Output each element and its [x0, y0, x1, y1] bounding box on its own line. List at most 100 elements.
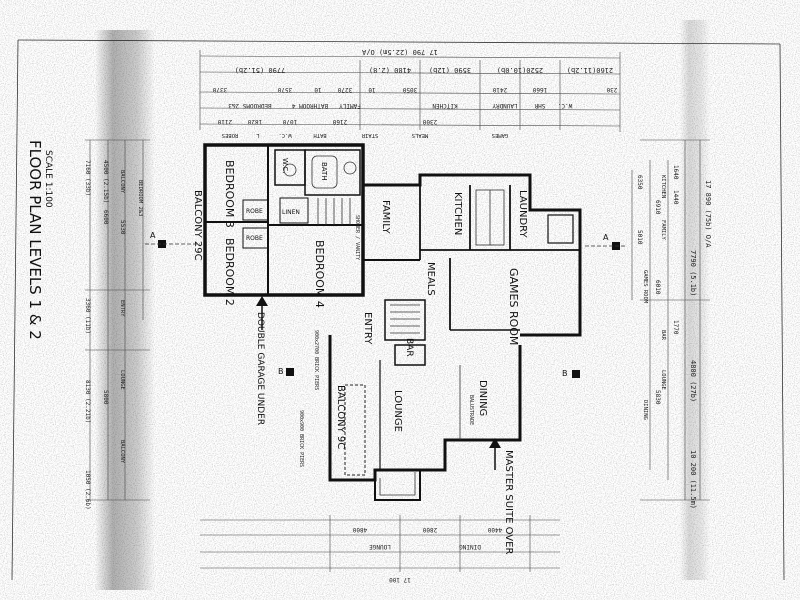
left-dim-1: 7160 (33b) — [84, 160, 91, 196]
right-dim-3: 6910 — [654, 200, 661, 215]
right-dim-4: 5010 — [636, 230, 643, 245]
room-bedroom3: BEDROOM 3 — [223, 160, 236, 228]
right-dim-v2: 4800 (27b) — [689, 360, 697, 402]
note-piers-1: 900x2700 BRICK PIERS — [313, 330, 319, 390]
section-marker-b-right: B — [562, 369, 580, 378]
left-label-4: LOUNGE — [119, 370, 125, 390]
top-dim-row1-1: 7790 (51.2b) — [235, 66, 286, 74]
room-bedroom2: BEDROOM 2 — [223, 238, 236, 306]
garage-arrow — [256, 296, 268, 330]
room-robe-2: ROBE — [246, 235, 263, 242]
room-balcony-upper: BALCONY 29C — [192, 190, 203, 261]
top-dim-row4-5: 2300 — [422, 118, 437, 125]
top-dimension-strings: 17 790 (22.5m) O/A 7790 (51.2b) 4180 (2.… — [199, 48, 621, 138]
right-dim-6: 5830 — [654, 390, 661, 405]
svg-text:B: B — [278, 367, 284, 376]
top-dim-row5-7: GAMES — [492, 132, 509, 138]
right-dim-8: 6350 — [636, 175, 643, 190]
bottom-dim-2: 2800 — [422, 526, 437, 533]
note-piers-2: 900x900 BRICK PIERS — [298, 410, 304, 467]
room-games: GAMES ROOM — [507, 268, 520, 345]
left-label-5: BALCONY — [119, 440, 125, 464]
upper-level-walls — [203, 143, 365, 297]
left-label-2: BEDROOM 2&3 — [137, 180, 143, 216]
room-meals: MEALS — [425, 262, 436, 296]
top-dim-row5-2: L — [256, 132, 260, 138]
right-dim-v3: 10 200 (11.5m) — [689, 450, 697, 509]
sheet-border-right — [779, 43, 785, 581]
note-balustrade: BALUSTRADE — [468, 395, 474, 425]
right-dim-2: 1440 — [672, 190, 679, 205]
lower-level-walls — [328, 173, 582, 501]
room-lounge: LOUNGE — [392, 390, 403, 432]
left-dim-6: 5800 — [102, 390, 109, 405]
top-dim-row3-4: KITCHEN — [432, 102, 458, 109]
top-dim-row2-4: 3270 — [337, 86, 352, 93]
left-label-3: ENTRY — [119, 300, 125, 317]
room-bath: BATH — [320, 162, 328, 181]
top-dim-row2-8: 1660 — [532, 86, 547, 93]
right-label-1: KITCHEN — [660, 175, 666, 198]
top-dim-row5-3: W.C. — [278, 132, 291, 138]
room-linen: LINEN — [282, 209, 300, 216]
left-dimension-strings: 7160 (33b) 4500 (2.15b) 6600 5530 8130 (… — [84, 139, 150, 510]
plan-title: FLOOR PLAN LEVELS 1 & 2 — [26, 140, 44, 340]
right-label-5: LOUNGE — [660, 370, 666, 390]
left-dim-3: 6600 — [102, 210, 109, 225]
right-overall-dim: 17 890 (75b) O/A — [704, 180, 712, 248]
top-dim-row3-6: SHR — [534, 102, 545, 109]
plan-scale: SCALE 1:100 — [43, 150, 53, 208]
left-dim-4: 5530 — [119, 220, 126, 235]
top-dim-row4-2: 1820 — [247, 118, 262, 125]
sheet-border-left — [11, 39, 19, 581]
top-dim-row2-5: 10 — [368, 86, 376, 93]
room-kitchen: KITCHEN — [452, 192, 463, 235]
master-arrow — [489, 438, 501, 470]
right-label-2: FAMILY — [660, 220, 666, 241]
room-bar: BAR — [404, 338, 414, 357]
room-garage: DOUBLE GARAGE UNDER — [255, 312, 265, 425]
svg-text:B: B — [562, 369, 568, 378]
right-label-4: BAR — [660, 330, 666, 341]
bottom-dim-1: 4800 — [352, 526, 367, 533]
top-dim-row2-1: 3370 — [212, 86, 227, 93]
right-label-3: GAMES ROOM — [642, 270, 648, 304]
svg-text:A: A — [603, 233, 609, 242]
top-dim-row4-3: 1070 — [282, 118, 297, 125]
top-dim-row3-3: FAMILY — [339, 102, 361, 109]
bottom-overall-dim: 17 100 — [389, 576, 411, 583]
room-bedroom4: BEDROOM 4 — [313, 240, 326, 308]
right-label-6: DINING — [642, 400, 648, 420]
room-master: MASTER SUITE OVER — [503, 450, 514, 554]
left-dim-7: 3360 (11b) — [84, 298, 91, 334]
top-dim-row1-5: 2160(11.2b) — [567, 66, 613, 74]
room-wc: W.C. — [281, 158, 289, 173]
top-dim-row4-1: 2110 — [217, 118, 232, 125]
right-dimension-strings: 17 890 (75b) O/A 7790 (5.1b) 4800 (27b) … — [631, 139, 712, 509]
top-dim-row1-3: 3590 (12b) — [429, 66, 471, 74]
bottom-dim-3: 4400 — [487, 526, 502, 533]
left-dim-8: 1050 (2.6b) — [84, 470, 91, 510]
bottom-label-1: LOUNGE — [369, 543, 391, 550]
top-dim-row3-7: W.C. — [558, 102, 572, 109]
room-laundry: LAUNDRY — [517, 190, 528, 238]
right-dim-5: 6010 — [654, 280, 661, 295]
top-dim-row3-2: BATHROOM 4 — [292, 102, 329, 109]
top-dim-row2-7: 2410 — [492, 86, 507, 93]
top-dim-row5-5: STAIR — [361, 132, 378, 138]
section-marker-a-left: A — [145, 231, 200, 248]
room-dining: DINING — [477, 380, 488, 416]
section-marker-b-left: B — [278, 367, 294, 376]
left-dim-5: 8130 (2.21b) — [84, 380, 91, 423]
right-dim-7: 1770 — [672, 320, 679, 335]
left-label-1: BALCONY — [119, 170, 125, 194]
top-dim-row5-6: MEALS — [412, 132, 429, 138]
top-dim-row2-3: 10 — [314, 86, 322, 93]
room-family: FAMILY — [380, 200, 391, 234]
top-overall-dim: 17 790 (22.5m) O/A — [361, 48, 438, 56]
top-dim-row2-9: 230 — [606, 86, 617, 93]
top-dim-row4-4: 2160 — [332, 118, 347, 125]
top-dim-row2-6: 3050 — [402, 86, 417, 93]
bottom-label-2: DINING — [459, 543, 481, 550]
